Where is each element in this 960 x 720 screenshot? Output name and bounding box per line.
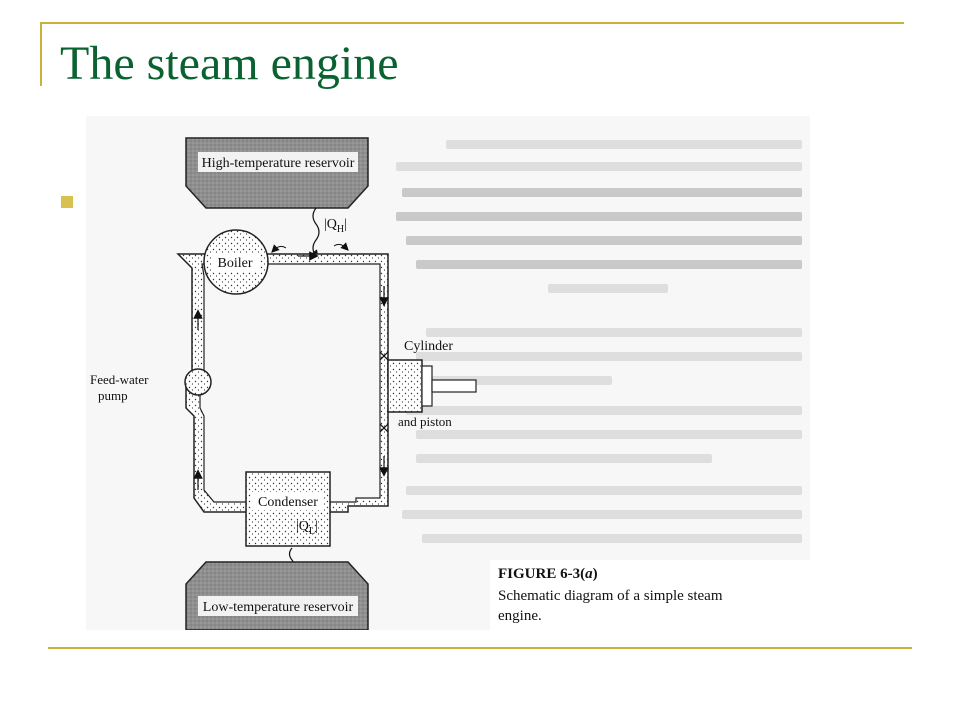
feed-pump-label-line2: pump [98, 388, 128, 403]
faded-text-line [446, 140, 802, 149]
cylinder-label: Cylinder [404, 339, 453, 354]
qh-label: |QH| [324, 217, 347, 235]
heat-arrow-right [333, 242, 349, 251]
faded-text-line [416, 430, 802, 439]
faded-text-line [396, 212, 802, 221]
cylinder [387, 359, 423, 413]
caption-line-1: Schematic diagram of a simple steam [498, 588, 723, 604]
faded-text-line [426, 328, 802, 337]
boiler-label-bg [211, 254, 259, 272]
faded-text-line [406, 406, 802, 415]
square-bullet-icon [61, 196, 73, 208]
slide-title: The steam engine [60, 37, 399, 90]
faded-text-line [416, 454, 712, 463]
feed-water-pump [184, 368, 212, 396]
condenser-label-bg [252, 492, 324, 510]
faded-text-line [416, 352, 802, 361]
top-rule [40, 22, 904, 24]
faded-text-line [422, 534, 802, 543]
faded-text-line [396, 162, 802, 171]
faded-text-line [406, 486, 802, 495]
reservoir-label-bg [198, 152, 358, 172]
feed-pump-label-line1: Feed-water [90, 372, 149, 387]
piston [421, 365, 433, 407]
caption-line-2: engine. [498, 608, 542, 624]
caption-title: FIGURE 6-3(a) [498, 566, 598, 582]
pipe-inner-wall [199, 263, 381, 503]
condenser-label: Condenser [258, 495, 318, 510]
piston-rod [431, 379, 477, 393]
high-reservoir-label: High-temperature reservoir [202, 156, 355, 171]
high-temperature-reservoir [185, 137, 369, 209]
heat-in-wavy-arrow [309, 207, 320, 260]
reservoir-label-bg [198, 596, 358, 616]
faded-text-line [402, 510, 802, 519]
faded-text-line [548, 284, 668, 293]
outlet-valve-icon [379, 423, 389, 433]
faded-text-line [412, 376, 612, 385]
boiler-label: Boiler [218, 256, 253, 271]
left-rule [40, 22, 42, 86]
caption-bg [490, 560, 810, 630]
faded-text-line [402, 188, 802, 197]
faded-text-line [406, 236, 802, 245]
ql-label: |QL| [296, 519, 318, 537]
faded-text-line [416, 260, 802, 269]
steam-engine-figure: High-temperature reservoir |QH| Boiler F… [86, 116, 810, 630]
inlet-valve-icon [379, 351, 389, 361]
heat-arrow-left [271, 244, 287, 253]
low-reservoir-label: Low-temperature reservoir [203, 600, 354, 615]
bottom-rule [48, 647, 912, 649]
piston-label: and piston [398, 414, 452, 429]
